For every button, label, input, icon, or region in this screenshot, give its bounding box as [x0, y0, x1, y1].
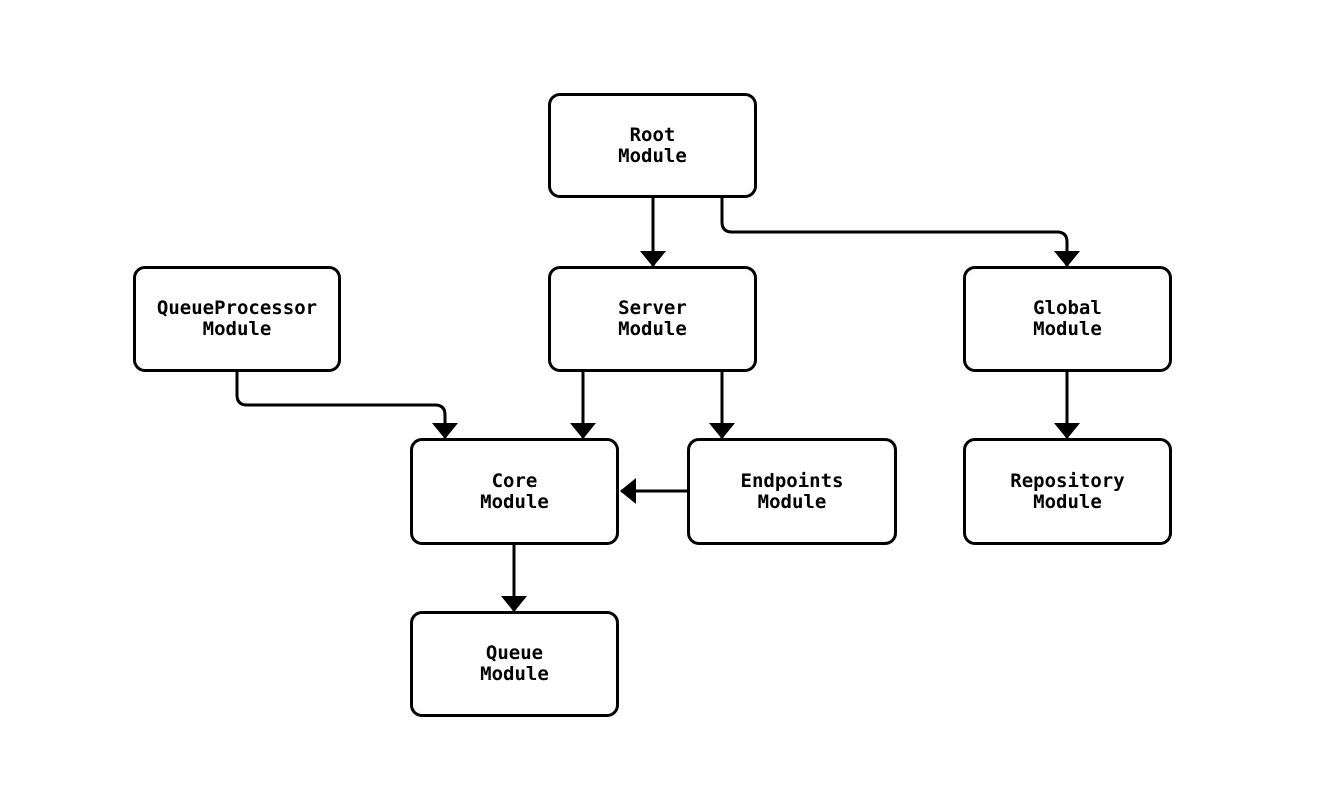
- node-label-line: Root: [629, 123, 676, 146]
- node-label-line: Repository: [1010, 469, 1125, 492]
- node-label-line: Module: [202, 318, 272, 340]
- edge-root-to-global: [720, 198, 1080, 267]
- node-label-line: Endpoints: [740, 469, 844, 492]
- node-label-line: Queue: [485, 642, 544, 664]
- node-label-line: Module: [480, 663, 549, 685]
- node-label-line: Module: [618, 318, 687, 340]
- node-label-line: Module: [480, 490, 549, 513]
- node-label-line: Module: [1033, 318, 1102, 340]
- node-label-line: Global: [1033, 297, 1102, 319]
- node-label-line: Module: [1033, 490, 1102, 513]
- node-label-line: Module: [757, 490, 827, 513]
- node-label-line: Module: [618, 144, 687, 167]
- node-label-line: Server: [618, 297, 687, 319]
- node-label-line: QueueProcessor: [156, 297, 318, 319]
- edge-queueprocessor-to-core: [235, 372, 458, 439]
- node-label-line: Core: [491, 469, 538, 492]
